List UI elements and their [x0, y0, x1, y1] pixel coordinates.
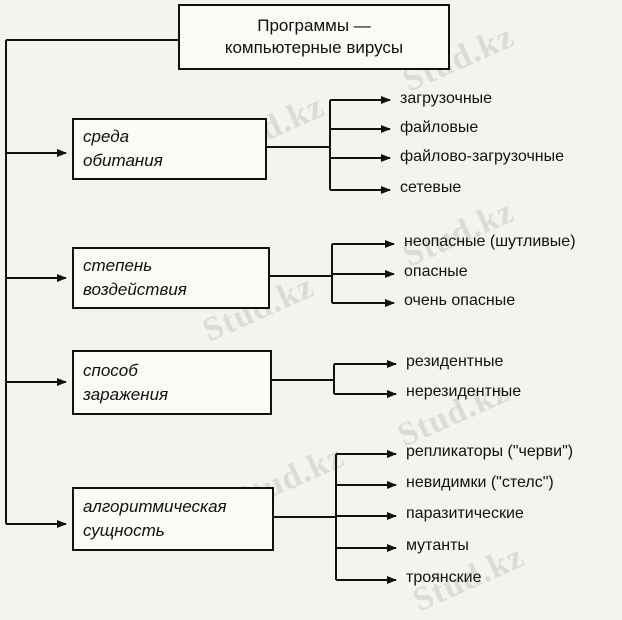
category-box-impact: степень воздействия	[72, 247, 270, 309]
category-label: алгоритмическая	[83, 497, 227, 516]
connectors	[5, 39, 397, 584]
leaf-label: нерезидентные	[406, 383, 522, 400]
leaf-label: очень опасные	[404, 292, 516, 309]
root-title-line2: компьютерные вирусы	[224, 38, 404, 57]
leaf-label: резидентные	[406, 353, 504, 370]
category-label: обитания	[83, 151, 163, 170]
virus-classification-diagram: Stud.kz Stud.kz Stud.kz Stud.kz Stud.kz …	[5, 4, 576, 619]
category-label: заражения	[83, 384, 169, 404]
category-label: среда	[83, 127, 130, 146]
leaf-label: файловые	[400, 119, 479, 136]
leaf-label: загрузочные	[400, 90, 493, 107]
category-label: сущность	[83, 521, 165, 540]
leaf-label: файлово-загрузочные	[400, 148, 565, 165]
leaf-label: опасные	[404, 263, 468, 280]
category-box-algorithmic-nature: алгоритмическая сущность	[72, 487, 274, 551]
leaf-label: сетевые	[400, 179, 462, 196]
root-title-line1: Программы —	[257, 16, 371, 35]
category-label: воздействия	[83, 280, 187, 299]
category-box-habitat: среда обитания	[72, 118, 267, 180]
leaf-label: неопасные (шутливые)	[404, 233, 576, 250]
leaf-label: паразитические	[406, 505, 524, 522]
category-label: степень	[83, 256, 153, 275]
category-box-infection-method: способ заражения	[72, 350, 272, 415]
leaf-label: троянские	[406, 569, 482, 586]
leaf-label: мутанты	[406, 537, 469, 554]
leaf-label: невидимки ("стелс")	[406, 474, 554, 491]
leaf-label: репликаторы ("черви")	[406, 443, 574, 460]
root-box: Программы — компьютерные вирусы	[178, 4, 450, 70]
category-label: способ	[83, 360, 138, 380]
